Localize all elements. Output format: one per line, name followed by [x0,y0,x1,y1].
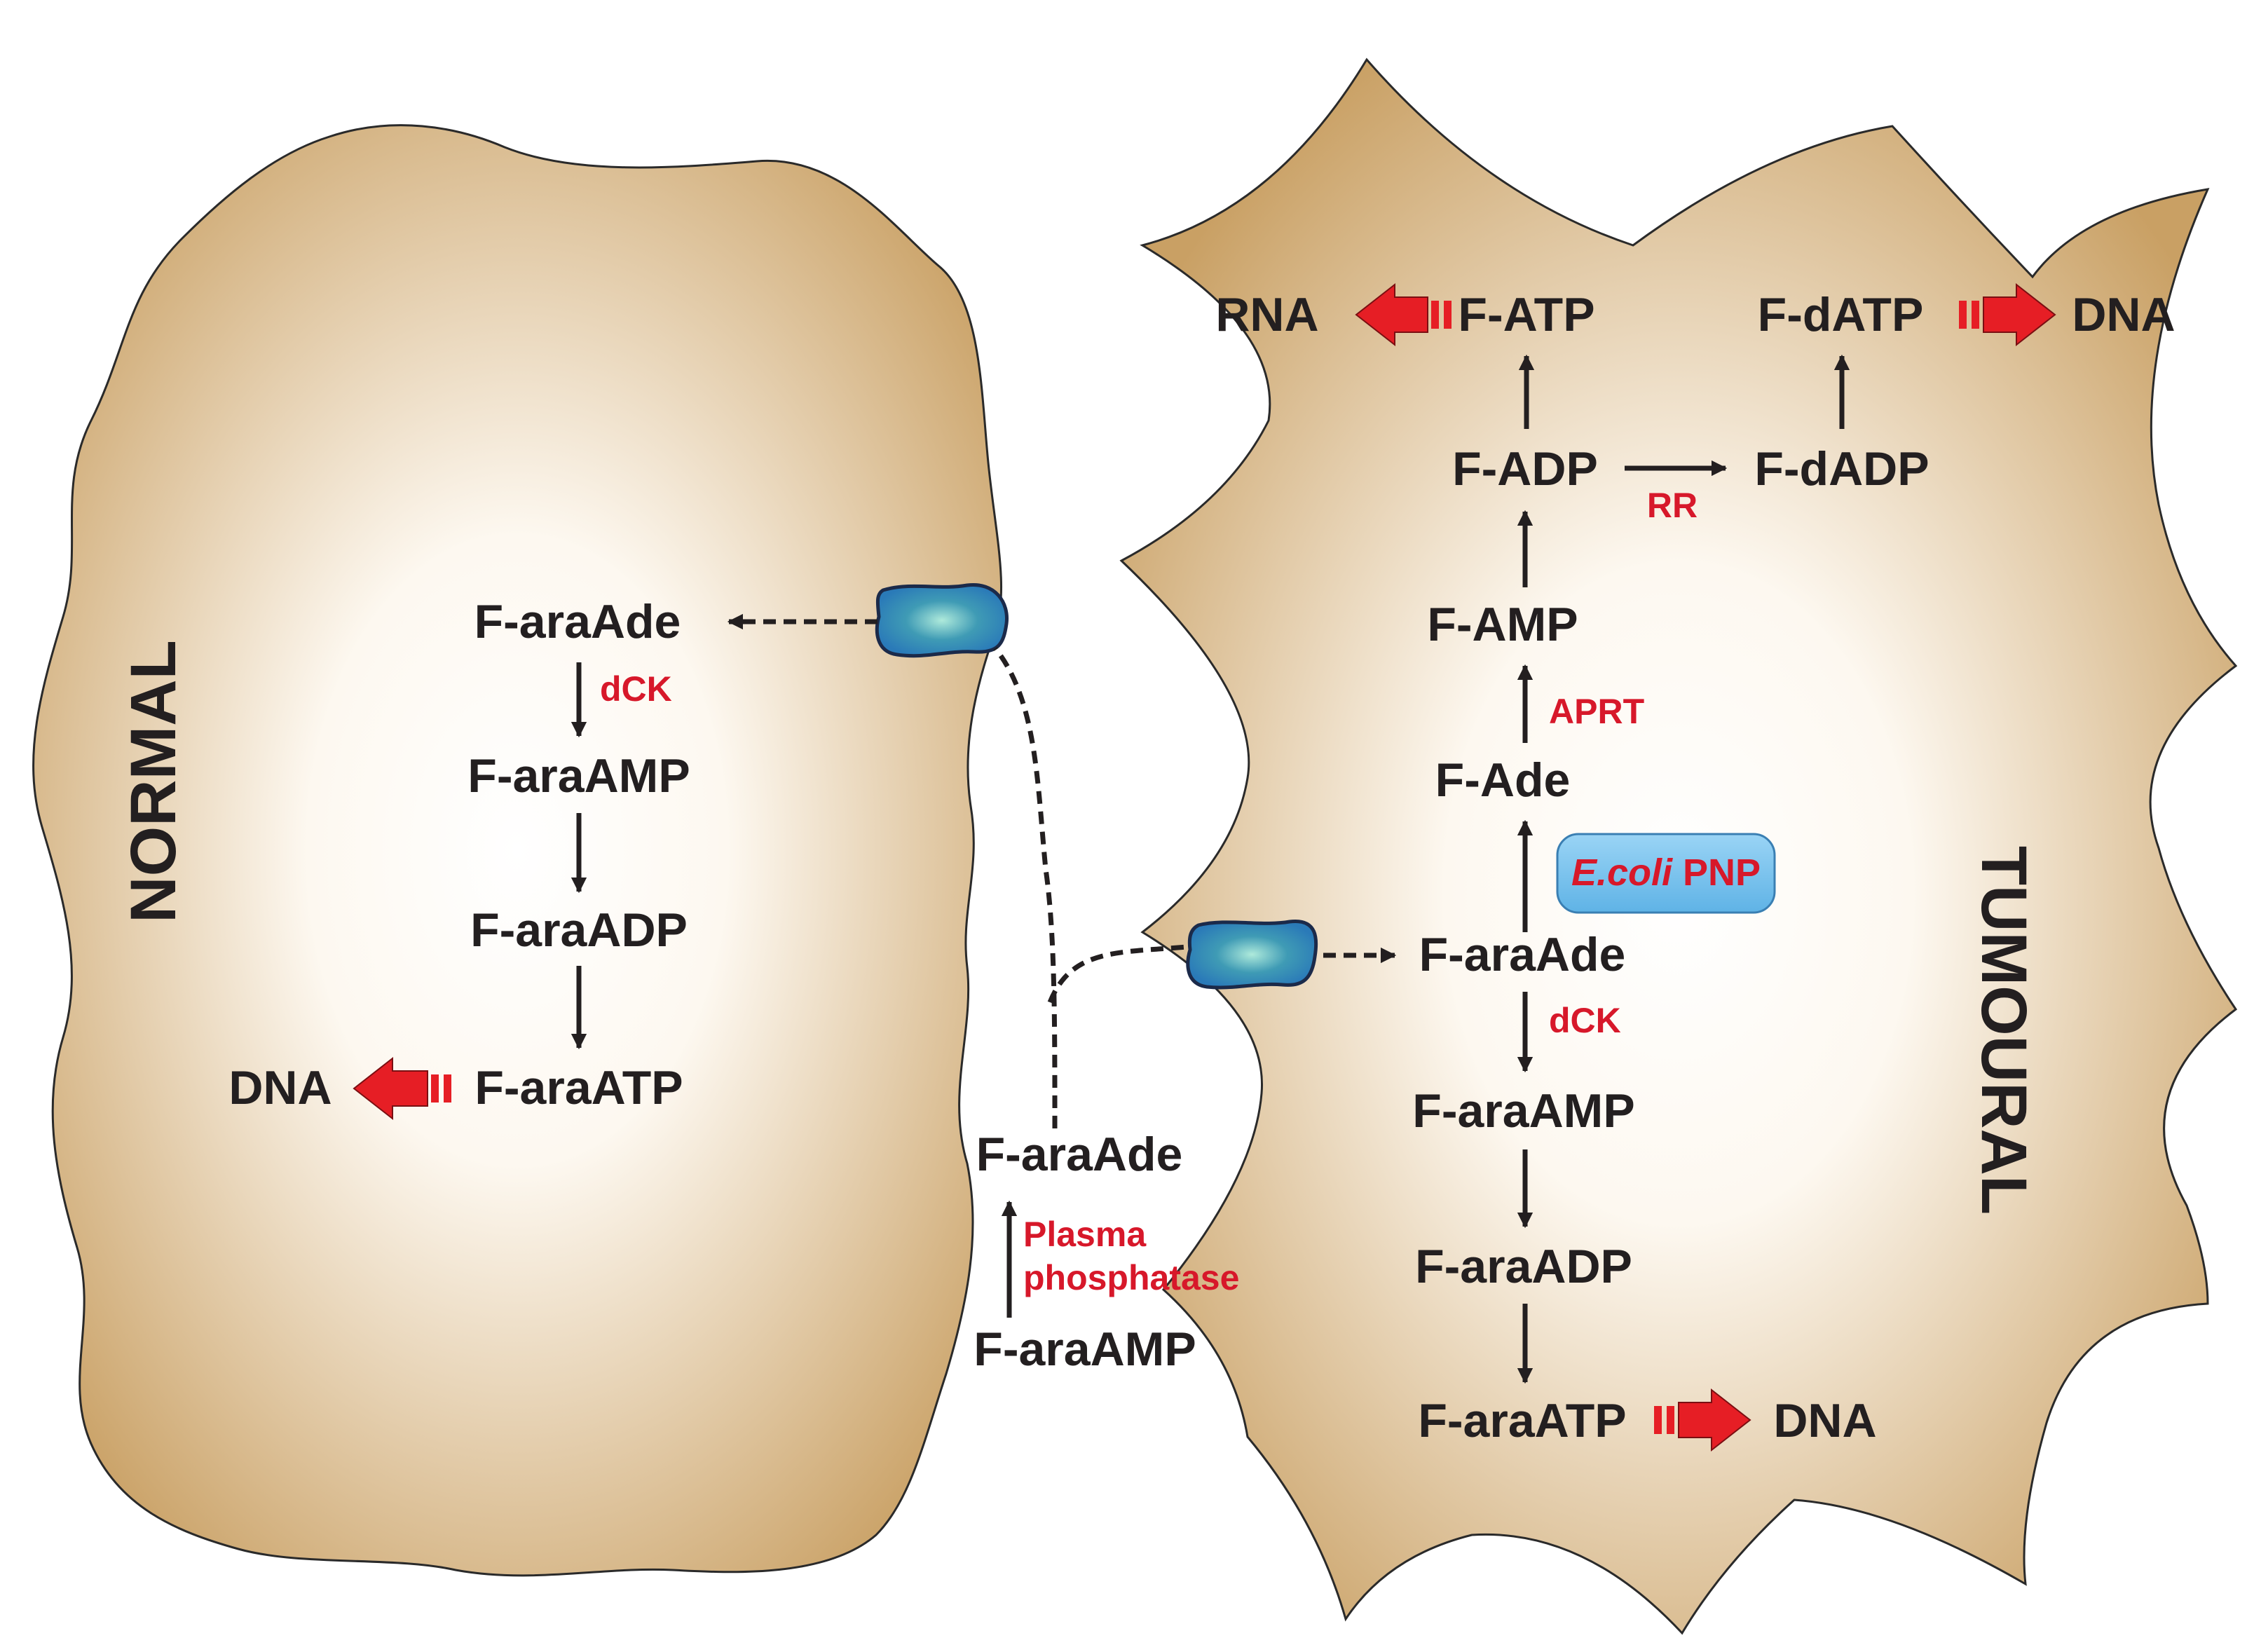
pnp-italic-text: E.coli [1571,852,1673,894]
tumoural-f-araade: F-araAde [1419,928,1626,981]
ecoli-pnp-box: E.coli PNP [1556,833,1776,914]
tumoural-red-arrow-to-rna [1355,282,1452,347]
tumoural-f-atp: F-ATP [1458,288,1594,341]
extracellular-dashed-branch [1047,943,1196,1004]
extracellular-f-araamp: F-araAMP [974,1323,1196,1376]
tumoural-f-ade: F-Ade [1435,753,1571,807]
pnp-rest-text: PNP [1672,852,1761,894]
tumoural-f-araadp: F-araADP [1415,1240,1632,1293]
tumoural-aprt-label: APRT [1549,692,1644,731]
normal-transporter [875,582,1009,658]
svg-text:E.coli PNP: E.coli PNP [1571,852,1761,894]
tumoural-f-araatp: F-araATP [1418,1394,1626,1447]
tumoural-f-adp: F-ADP [1452,442,1598,496]
normal-f-araade: F-araAde [474,595,681,648]
tumoural-transporter [1186,920,1318,990]
tumoural-title: TUMOURAL [1968,846,2040,1215]
tumoural-rna: RNA [1215,288,1318,341]
plasma-phosphatase-line2: phosphatase [1023,1258,1239,1297]
extracellular-dashed-path [993,646,1058,1129]
normal-f-araatp: F-araATP [474,1061,683,1114]
normal-title: NORMAL [118,640,189,923]
tumoural-f-araamp: F-araAMP [1412,1084,1634,1138]
tumoural-red-arrow-to-dna-top [1959,282,2056,347]
normal-cell [32,124,1003,1577]
tumoural-f-datp: F-dATP [1758,288,1924,341]
tumoural-dna-top: DNA [2072,288,2175,341]
plasma-phosphatase-line1: Plasma [1023,1215,1147,1254]
tumoural-f-amp: F-AMP [1427,598,1578,651]
normal-dck-label: dCK [600,669,672,709]
tumoural-dck-label: dCK [1549,1001,1621,1040]
extracellular-f-araade: F-araAde [976,1128,1183,1181]
tumoural-dna-bottom: DNA [1773,1394,1876,1447]
tumoural-rr-label: RR [1647,486,1698,525]
normal-f-araamp: F-araAMP [467,749,690,803]
tumoural-red-arrow-to-dna-bottom [1654,1388,1751,1452]
normal-f-araadp: F-araADP [470,903,688,957]
tumoural-f-dadp: F-dADP [1754,442,1929,496]
normal-dna: DNA [228,1061,332,1114]
normal-red-arrow-to-dna [353,1056,451,1121]
